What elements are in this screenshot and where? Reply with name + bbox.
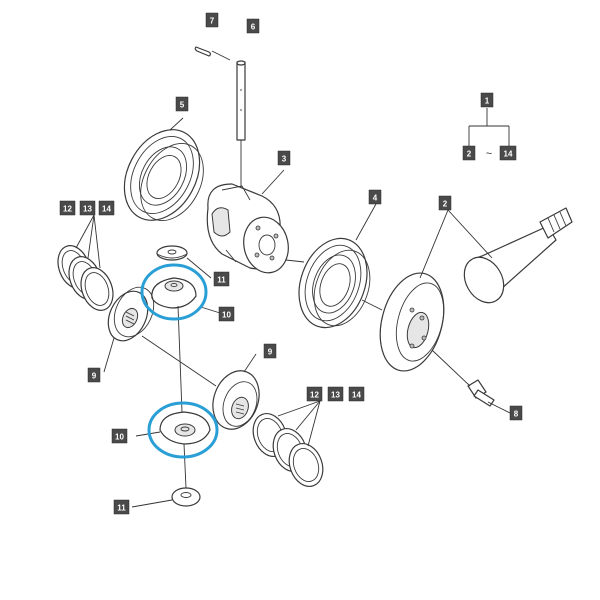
callout-10-lower: 10: [111, 428, 128, 444]
callout-9-right: 9: [263, 343, 277, 359]
callout-13-lower: 13: [327, 386, 344, 402]
svg-text:12: 12: [310, 391, 319, 400]
highlight-circle-bottom: [147, 401, 219, 459]
part-11-thrust-washer-bottom: [171, 487, 201, 507]
part-7-pin: [194, 46, 212, 57]
svg-text:11: 11: [117, 504, 126, 513]
callout-14-assembly: 14: [499, 145, 517, 161]
callout-12-upper: 12: [59, 200, 76, 216]
callout-2-assembly: 2: [462, 145, 476, 161]
part-11-thrust-washer-top: [156, 245, 188, 261]
part-2-pinion-shaft: [463, 207, 573, 304]
range-tilde: ~: [486, 148, 492, 160]
svg-text:14: 14: [102, 205, 111, 214]
callout-labels: 1 2 ~ 14 7 6 5 3 4: [59, 12, 523, 515]
svg-text:2: 2: [467, 150, 472, 159]
callout-11-lower: 11: [113, 499, 130, 515]
svg-text:7: 7: [210, 17, 215, 26]
svg-text:13: 13: [83, 205, 92, 214]
callout-11-upper: 11: [213, 271, 230, 287]
callout-14-upper: 14: [98, 200, 115, 216]
svg-text:14: 14: [504, 150, 513, 159]
highlight-circle-top: [140, 263, 208, 321]
svg-text:14: 14: [352, 391, 361, 400]
assembly-bracket: [468, 108, 510, 146]
part-10-spider-gear-bottom: [159, 411, 211, 445]
part-5-bearing: [123, 129, 204, 221]
part-9-side-gear-left: [107, 286, 155, 342]
leader-lines: [75, 50, 493, 508]
callout-8: 8: [509, 405, 523, 421]
callout-10-upper: 10: [218, 306, 235, 322]
callout-12-lower: 12: [306, 386, 323, 402]
part-9-side-gear-right: [212, 370, 260, 430]
svg-text:1: 1: [485, 97, 490, 106]
svg-text:10: 10: [115, 433, 124, 442]
callout-14-lower: 14: [348, 386, 365, 402]
shims-upper-left: [57, 245, 114, 311]
callout-2: 2: [438, 195, 452, 211]
part-4-bearing: [298, 237, 371, 329]
part-3-differential-housing: [206, 183, 289, 274]
callout-4: 4: [368, 189, 382, 205]
callout-13-upper: 13: [79, 200, 96, 216]
callout-3: 3: [277, 150, 291, 166]
callout-9-left: 9: [87, 367, 101, 383]
svg-text:8: 8: [514, 410, 519, 419]
callout-5: 5: [175, 96, 189, 112]
part-8-bolt: [467, 379, 513, 415]
svg-text:13: 13: [331, 391, 340, 400]
svg-text:9: 9: [268, 348, 273, 357]
svg-text:11: 11: [217, 276, 226, 285]
callout-7: 7: [205, 12, 219, 28]
callout-6: 6: [246, 18, 260, 34]
svg-text:10: 10: [222, 311, 231, 320]
svg-text:4: 4: [373, 194, 378, 203]
svg-text:12: 12: [63, 205, 72, 214]
svg-text:2: 2: [443, 200, 448, 209]
part-2-bevel-gear: [379, 272, 445, 372]
part-10-spider-gear-top: [151, 277, 197, 309]
svg-text:3: 3: [282, 155, 287, 164]
callout-1: 1: [480, 92, 494, 108]
svg-text:5: 5: [180, 101, 185, 110]
shims-lower: [252, 413, 324, 487]
svg-text:6: 6: [251, 23, 256, 32]
highlight-circles: [140, 263, 219, 459]
svg-text:9: 9: [92, 372, 97, 381]
